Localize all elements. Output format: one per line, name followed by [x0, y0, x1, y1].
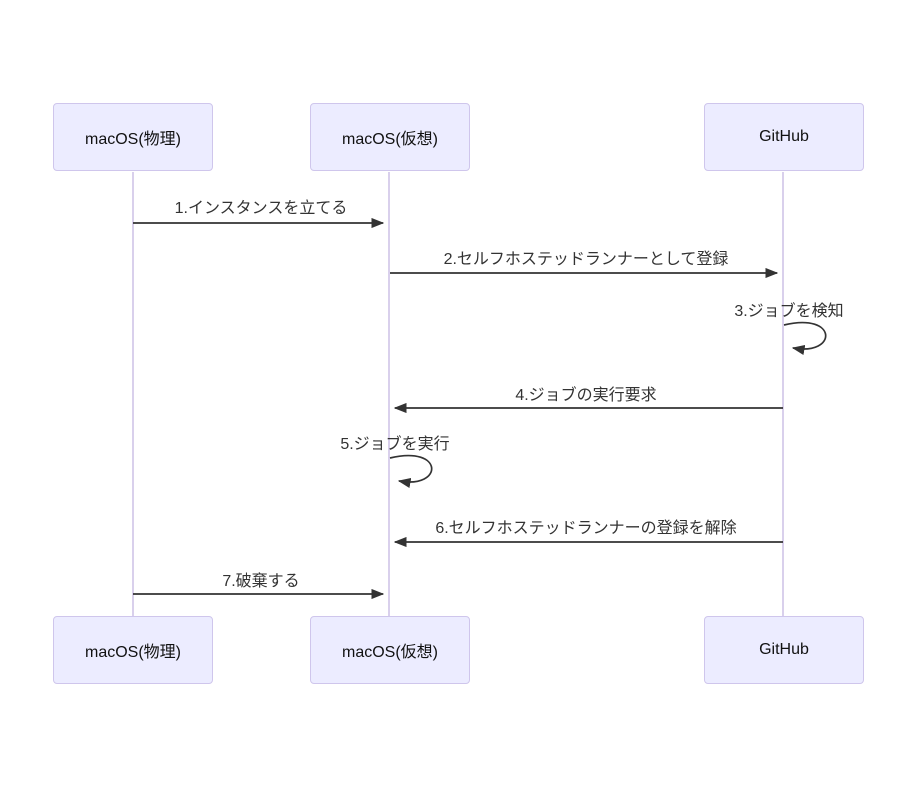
actor-top-github: GitHub	[704, 103, 864, 171]
message-label-5: 5.ジョブを実行	[340, 436, 450, 453]
message-self-loop-5	[389, 454, 433, 489]
actor-bottom-macos-physical: macOS(物理)	[53, 616, 213, 684]
message-label-6: 6.セルフホステッドランナーの登録を解除	[435, 520, 737, 537]
actor-bottom-github: GitHub	[704, 616, 864, 684]
message-label-1: 1.インスタンスを立てる	[174, 200, 348, 217]
message-label-4: 4.ジョブの実行要求	[515, 387, 657, 404]
actor-bottom-macos-virtual: macOS(仮想)	[310, 616, 470, 684]
message-label-2: 2.セルフホステッドランナーとして登録	[443, 251, 729, 268]
message-label-7: 7.破棄する	[222, 573, 300, 590]
message-label-3: 3.ジョブを検知	[734, 303, 844, 320]
actor-top-macos-physical: macOS(物理)	[53, 103, 213, 171]
actor-top-macos-virtual: macOS(仮想)	[310, 103, 470, 171]
message-self-loop-3	[783, 321, 827, 356]
